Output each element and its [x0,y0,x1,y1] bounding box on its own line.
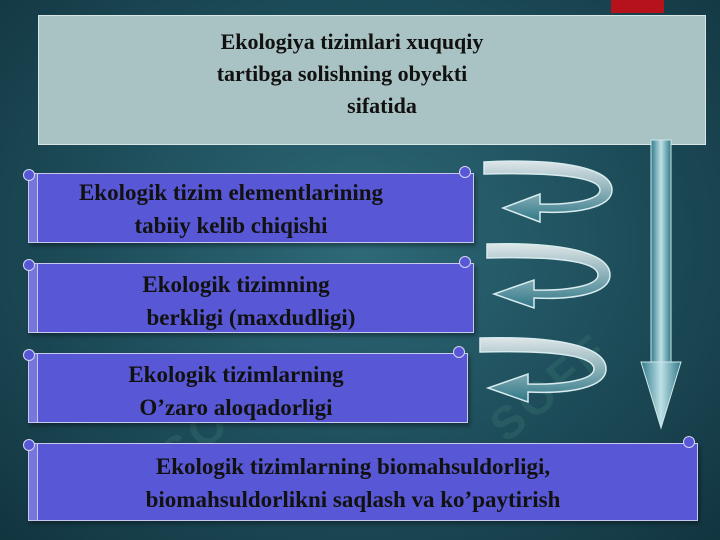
scroll-line: Ekologik tizim elementlarining [78,180,384,205]
scroll-line: tabiiy kelib chiqishi [134,213,328,238]
scroll-curl [23,259,35,271]
scroll-line: Ekologik tizimlarning [128,362,344,387]
scroll-item-text: Ekologik tizimning berkligi (maxdudligi) [29,268,473,334]
corner-accent [611,0,664,13]
scroll-curl [453,346,465,358]
slide-title: Ekologiya tizimlari xuquqiy tartibga sol… [38,26,706,122]
title-line: sifatida [347,93,417,118]
down-arrow-icon [640,139,682,430]
curved-return-arrow-icon [483,160,613,224]
curved-return-arrow-icon [486,243,611,310]
scroll-curl [459,256,471,268]
scroll-edge [29,264,38,332]
scroll-line: biomahsuldorlikni saqlash va ko’paytiris… [145,487,561,512]
watermark: SOFF [479,322,620,453]
watermark-text: SOFF [479,322,620,452]
title-box [38,15,706,145]
scroll-curl [683,436,695,448]
scroll-curl [23,349,35,361]
scroll-item-text: Ekologik tizim elementlarining tabiiy ke… [29,176,473,242]
scroll-line: Ekologik tizimning [142,272,330,297]
scroll-curl [459,166,471,178]
scroll-item-text: Ekologik tizimlarning O’zaro aloqadorlig… [29,358,467,424]
scroll-edge [29,174,38,242]
scroll-line: berkligi (maxdudligi) [146,305,356,330]
scroll-curl [23,169,35,181]
title-line: tartibga solishning obyekti [216,61,468,86]
scroll-line: Ekologik tizimlarning biomahsuldorligi, [155,454,551,479]
title-line: Ekologiya tizimlari xuquqiy [220,29,484,54]
scroll-item-2: Ekologik tizimning berkligi (maxdudligi) [23,256,474,334]
scroll-item-3: Ekologik tizimlarning O’zaro aloqadorlig… [23,346,468,424]
scroll-item-4: Ekologik tizimlarning biomahsuldorligi, … [23,436,698,521]
scroll-line: O’zaro aloqadorligi [139,395,333,420]
scroll-edge [29,444,38,520]
scroll-curl [23,439,35,451]
scroll-item-text: Ekologik tizimlarning biomahsuldorligi, … [29,450,697,516]
scroll-edge [29,354,38,422]
scroll-item-1: Ekologik tizim elementlarining tabiiy ke… [23,166,474,243]
